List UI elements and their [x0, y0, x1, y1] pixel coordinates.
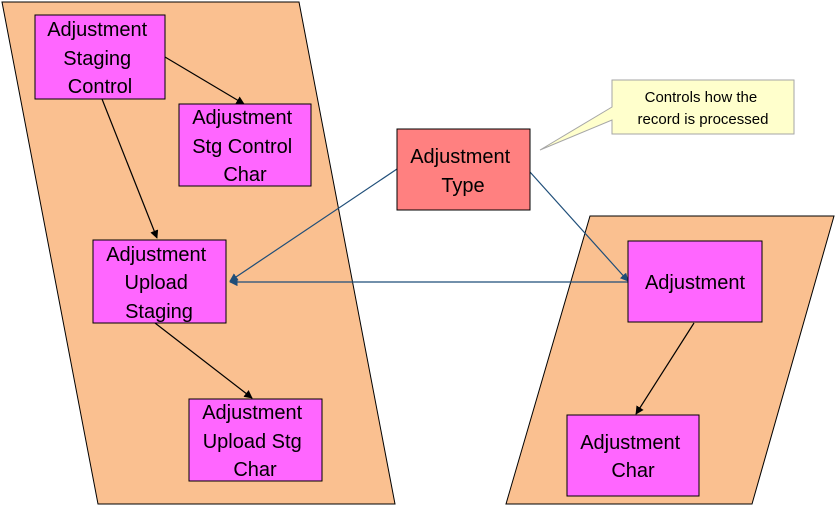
connector-type-to-adjustment: [529, 171, 629, 282]
callout-line: record is processed: [638, 111, 769, 128]
entity-adjustment-staging-control[interactable]: Adjustment Staging Control: [34, 14, 166, 100]
entity-label-line: Type: [441, 175, 484, 197]
entity-adjustment-upload-staging[interactable]: Adjustment Upload Staging: [92, 239, 227, 324]
entity-label-line: Adjustment: [580, 432, 680, 454]
svg-text:Adjustment Stg Control: Adjustment Stg Control Char: [192, 107, 298, 186]
entity-adjustment[interactable]: Adjustment: [627, 240, 763, 323]
entity-label-line: Stg Control: [192, 136, 292, 158]
entity-adjustment-upload-stg-char[interactable]: Adjustment Upload Stg Char: [188, 398, 323, 482]
connector-upload-staging-to-upload-stg-char: [154, 322, 253, 399]
connector-type-to-upload-staging: [229, 168, 398, 282]
entity-label-line: Staging: [125, 301, 193, 323]
svg-text:Adjustment Upload: Adjustment Upload Staging: [106, 244, 212, 323]
svg-text:Adjustment Upload Stg: Adjustment Upload Stg Char: [202, 402, 308, 481]
entity-adjustment-stg-control-char[interactable]: Adjustment Stg Control Char: [178, 103, 312, 187]
connector-adjustment-to-adjustment-char: [635, 322, 695, 415]
entity-label-line: Adjustment: [47, 19, 147, 41]
entity-label-line: Char: [233, 459, 277, 481]
entity-label-line: Adjustment: [645, 272, 745, 294]
svg-text:Adjustment Staging: Adjustment Staging Control: [47, 19, 153, 98]
callout-bubble: Controls how the record is processed: [539, 79, 795, 151]
connector-staging-control-to-stg-control-char: [164, 56, 245, 105]
entity-adjustment-char[interactable]: Adjustment Char: [566, 414, 700, 497]
callout-line: Controls how the: [645, 89, 758, 106]
entity-label-line: Char: [611, 460, 655, 482]
svg-text:Adjustment Type: Adjustment Type: [410, 146, 516, 197]
svg-text:Adjustment Char: Adjustment Char: [580, 432, 686, 482]
entity-label-line: Control: [68, 76, 132, 98]
entity-label-line: Adjustment: [192, 107, 292, 129]
entity-label-line: Adjustment: [410, 146, 510, 168]
entity-label-line: Adjustment: [202, 402, 302, 424]
entity-label-line: Adjustment: [106, 244, 206, 266]
svg-text:Controls how the record: Controls how the record is processed: [638, 89, 769, 128]
entity-adjustment-type[interactable]: Adjustment Type: [396, 128, 531, 211]
entity-label-line: Char: [223, 164, 267, 186]
entity-label-line: Upload: [125, 272, 188, 294]
entity-label-line: Upload Stg: [203, 431, 302, 453]
svg-text:Adjustment: Adjustment: [645, 272, 745, 294]
entity-label-line: Staging: [63, 48, 131, 70]
connector-staging-control-to-upload-staging: [101, 98, 159, 239]
